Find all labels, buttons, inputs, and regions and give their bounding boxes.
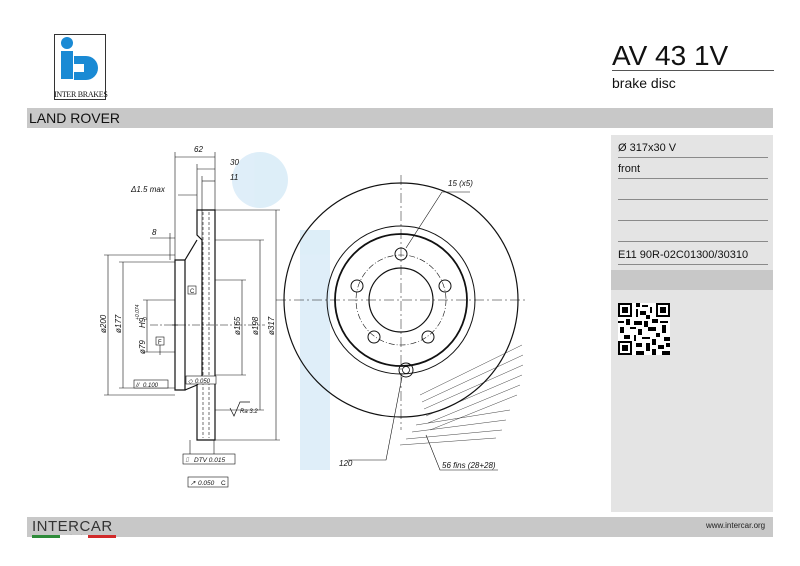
- pcd-label: 120: [339, 459, 353, 468]
- runout-frame: [187, 476, 229, 488]
- brand-bar: [27, 108, 773, 128]
- datum-c-letter: C: [190, 289, 195, 295]
- runout-label: Δ1.5 max: [130, 185, 166, 194]
- dim-dia-177: ø177: [114, 314, 123, 333]
- dim-dia-317: ø317: [267, 316, 276, 335]
- svg-text://: //: [135, 383, 141, 389]
- front-view: [276, 175, 526, 471]
- datum-f-letter: F: [158, 340, 162, 346]
- dtv-frame: [182, 453, 236, 465]
- qr-code-icon: [618, 303, 670, 355]
- fin-lines: [399, 344, 524, 446]
- roughness-label: Ra 3.2: [240, 409, 258, 415]
- watermark-icon: [232, 152, 330, 470]
- spec-divider: [618, 264, 768, 265]
- part-type: brake disc: [612, 75, 676, 91]
- tolerance-frame-0050: [185, 375, 217, 385]
- tol-0050: 0.050: [195, 379, 211, 385]
- runout-value: 0.050: [198, 480, 215, 487]
- svg-text:↗: ↗: [190, 480, 196, 487]
- spec-divider: [618, 241, 768, 242]
- fins-label: 56 fins (28+28): [442, 461, 496, 470]
- dim-8: 8: [152, 228, 157, 237]
- dtv-symbol: ⌷: [185, 457, 190, 464]
- runout-datum: C: [221, 480, 226, 487]
- footer-bar: [27, 517, 773, 537]
- intercar-logo: INTERCAR: [32, 518, 113, 535]
- dim-dia-79: ø79: [138, 340, 147, 354]
- dim-62: 62: [194, 145, 203, 154]
- spec-diameter: Ø 317x30 V: [618, 142, 677, 154]
- dim-dia-198: ø198: [251, 316, 260, 335]
- dim-tolerance-upper: +0.074: [135, 304, 141, 320]
- spec-gray-bar: [611, 270, 773, 290]
- tol-0100: 0.100: [143, 383, 159, 389]
- brake-disc-drawing: 62 30 11 Δ1.5 max 8 ø200 ø177 ø79 H9 +0.…: [99, 145, 526, 488]
- part-number: AV 43 1V: [612, 40, 729, 71]
- inter-brakes-logo: [54, 34, 106, 100]
- spec-approval: E11 90R-02C01300/30310: [618, 249, 749, 261]
- spec-divider: [618, 178, 768, 179]
- top-dimensions: [150, 152, 280, 441]
- logo-text: INTER BRAKES: [54, 90, 108, 99]
- roughness-symbol: [229, 401, 250, 417]
- title-divider: [612, 70, 774, 71]
- dim-dia-165: ø165: [233, 316, 242, 335]
- dim-30: 30: [230, 158, 239, 167]
- flag-stripe-icon: [32, 535, 116, 538]
- dim-h9: H9: [138, 317, 147, 328]
- spec-position: front: [618, 163, 641, 175]
- tolerance-frame-0100: [133, 379, 169, 389]
- bolt-holes-label: 15 (x5): [448, 179, 473, 188]
- dim-tolerance-lower: 0: [143, 317, 149, 320]
- svg-text:◇: ◇: [188, 379, 193, 385]
- dtv-label: DTV 0.015: [194, 457, 225, 464]
- datum-c-box: [187, 285, 197, 295]
- dim-dia-200: ø200: [99, 314, 108, 333]
- spec-divider: [618, 199, 768, 200]
- spec-divider: [618, 157, 768, 158]
- spec-divider: [618, 220, 768, 221]
- dim-11: 11: [230, 173, 238, 182]
- right-diameter-lines: [215, 210, 277, 440]
- footer-url-link[interactable]: www.intercar.org: [706, 521, 766, 530]
- brand-label: LAND ROVER: [29, 110, 121, 126]
